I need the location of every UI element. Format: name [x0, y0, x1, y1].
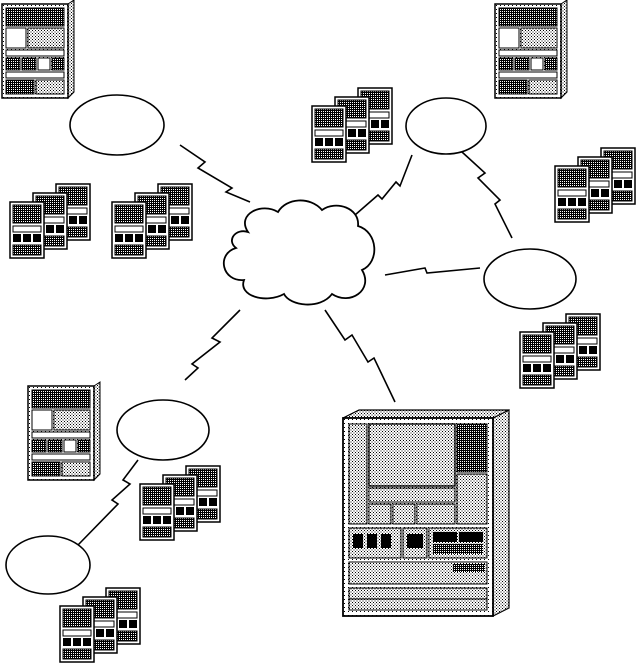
node-right: [483, 248, 577, 310]
server-tower-icon: [494, 0, 568, 99]
cloud-icon: [222, 199, 376, 306]
node-bottom-left: [116, 399, 210, 461]
lightning-link-right-upper: [461, 151, 513, 239]
terminal-stack-icon: [555, 148, 635, 222]
node-top-right: [405, 97, 487, 155]
lightning-link-top-right: [354, 154, 413, 216]
terminal-stack-icon: [140, 466, 220, 540]
lightning-link-top-left: [179, 144, 251, 203]
lightning-link-lower-chain: [77, 459, 139, 546]
terminal-stack-icon: [312, 88, 392, 162]
server-tower-icon: [1, 0, 75, 99]
node-top-left: [69, 94, 165, 156]
lightning-link-mainframe: [324, 309, 396, 403]
terminal-stack-icon: [112, 184, 192, 258]
lightning-link-right: [384, 267, 481, 276]
terminal-stack-icon: [520, 314, 600, 388]
server-tower-icon: [27, 381, 101, 481]
terminal-stack-icon: [60, 588, 140, 662]
lightning-link-bottom-left: [184, 309, 241, 381]
terminal-stack-icon: [10, 184, 90, 258]
mainframe-cabinet-icon: [342, 409, 510, 617]
network-links: [77, 144, 513, 546]
node-far-bottom-left: [5, 535, 91, 595]
